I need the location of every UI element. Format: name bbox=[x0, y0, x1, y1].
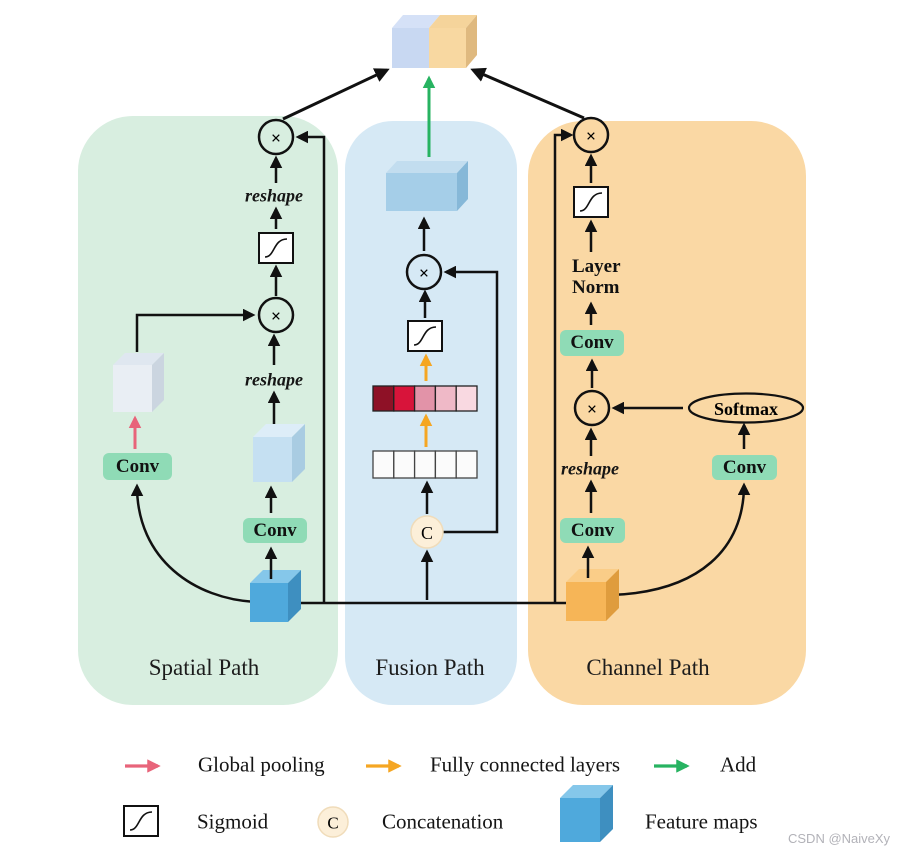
legend-label-global-pooling: Global pooling bbox=[198, 752, 325, 777]
legend-sigmoid-icon bbox=[123, 805, 159, 837]
reshape-label-channel: reshape bbox=[561, 458, 619, 479]
conv-pill-channel-lower: Conv bbox=[560, 518, 625, 543]
intermediate-cube-spatial bbox=[253, 424, 305, 482]
sigmoid-icon-channel bbox=[573, 186, 609, 218]
concat-to-multiply-line bbox=[443, 265, 499, 534]
fused-feature-cuboid bbox=[386, 161, 468, 211]
layer-norm-label: Layer Norm bbox=[572, 256, 621, 298]
multiply-icon-channel-top bbox=[572, 116, 610, 154]
multiply-symbol: × bbox=[587, 399, 597, 419]
channel-path-title: Channel Path bbox=[586, 655, 710, 680]
multiply-symbol: × bbox=[271, 306, 281, 326]
spatial-to-output-arrow bbox=[282, 68, 390, 121]
reshape-label-spatial-upper: reshape bbox=[245, 185, 303, 206]
output-feature-block bbox=[392, 15, 477, 68]
feature-cube-blue bbox=[250, 570, 301, 622]
feature-cube-orange bbox=[566, 569, 619, 621]
legend-label-concatenation: Concatenation bbox=[382, 809, 504, 834]
legend-label-add: Add bbox=[720, 752, 757, 777]
sigmoid-icon-fusion bbox=[407, 320, 443, 352]
legend-feature-cube bbox=[560, 785, 613, 842]
conv-pill-channel-right: Conv bbox=[712, 455, 777, 480]
fusion-arrows bbox=[417, 216, 434, 514]
channel-arrows bbox=[581, 153, 751, 578]
fc-vector-plain bbox=[372, 450, 478, 479]
multiply-icons: × × × × × bbox=[257, 116, 611, 427]
conv-pill-spatial-left: Conv bbox=[103, 453, 172, 480]
spatial-path-title: Spatial Path bbox=[148, 655, 260, 680]
concat-icon bbox=[410, 515, 444, 549]
layer-norm-line1: Layer bbox=[572, 256, 621, 277]
multiply-symbol: × bbox=[419, 263, 429, 283]
reshape-label-spatial-lower: reshape bbox=[245, 369, 303, 390]
softmax-label: Softmax bbox=[714, 399, 778, 419]
multiply-icon-spatial-mid bbox=[257, 296, 295, 334]
multiply-icon-fusion bbox=[405, 253, 443, 291]
conv-pill-channel-upper: Conv bbox=[560, 330, 624, 356]
multiply-icon-spatial-top bbox=[257, 118, 295, 156]
channel-branch-curve bbox=[610, 482, 751, 597]
legend-concat-symbol: C bbox=[327, 814, 338, 833]
channel-to-output-arrow bbox=[470, 67, 585, 120]
pooled-cube-spatial bbox=[113, 353, 164, 412]
conv-pill-spatial-mid: Conv bbox=[243, 518, 307, 543]
multiply-icon-channel-mid bbox=[573, 389, 611, 427]
sigmoid-icon-spatial bbox=[258, 232, 294, 264]
channel-skip-line bbox=[553, 128, 574, 603]
legend-label-sigmoid: Sigmoid bbox=[197, 809, 269, 834]
fusion-path-panel bbox=[345, 121, 517, 705]
connector-lines bbox=[130, 128, 751, 605]
softmax-ellipse bbox=[687, 392, 805, 424]
spatial-arrows bbox=[135, 155, 283, 579]
legend-label-feature-maps: Feature maps bbox=[645, 809, 758, 834]
multiply-symbol: × bbox=[271, 128, 281, 148]
spatial-skip-line bbox=[295, 130, 326, 603]
legend-concat-icon bbox=[317, 806, 349, 838]
spatial-branch-curve bbox=[130, 483, 257, 604]
fusion-path-title: Fusion Path bbox=[375, 655, 485, 680]
layer-norm-line2: Norm bbox=[572, 277, 620, 298]
multiply-symbol: × bbox=[586, 126, 596, 146]
legend-label-fully-connected: Fully connected layers bbox=[430, 752, 621, 777]
fc-vector-colored bbox=[372, 385, 478, 412]
concat-symbol: C bbox=[421, 523, 433, 543]
watermark: CSDN @NaiveXy bbox=[788, 831, 891, 846]
